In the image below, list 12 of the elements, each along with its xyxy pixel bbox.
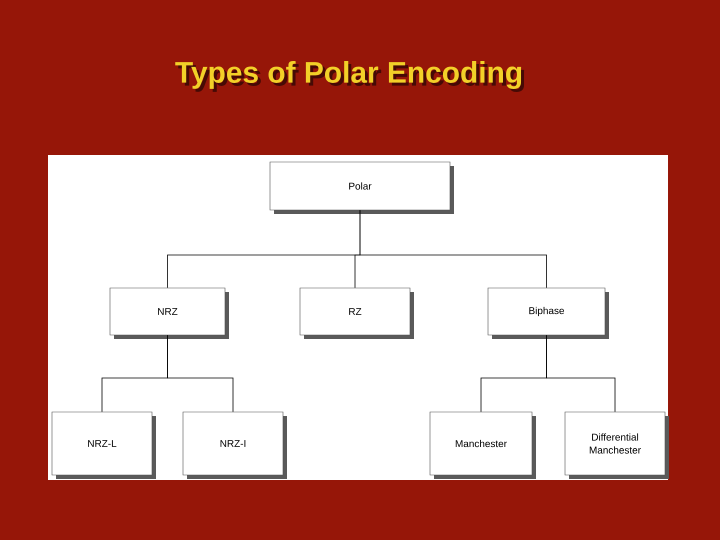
box: Polar <box>270 162 454 214</box>
box: NRZ-L <box>52 412 156 479</box>
connector <box>546 334 616 412</box>
box: Biphase <box>488 288 609 339</box>
title: Types of Polar Encoding <box>175 61 522 89</box>
box: NRZ-I <box>182 412 287 479</box>
box: RZ <box>300 288 414 339</box>
connector <box>360 210 547 288</box>
box: Manchester <box>430 412 536 479</box>
box: NRZ <box>110 288 229 339</box>
box: Differential Manchester <box>564 412 669 479</box>
connector <box>167 334 234 412</box>
